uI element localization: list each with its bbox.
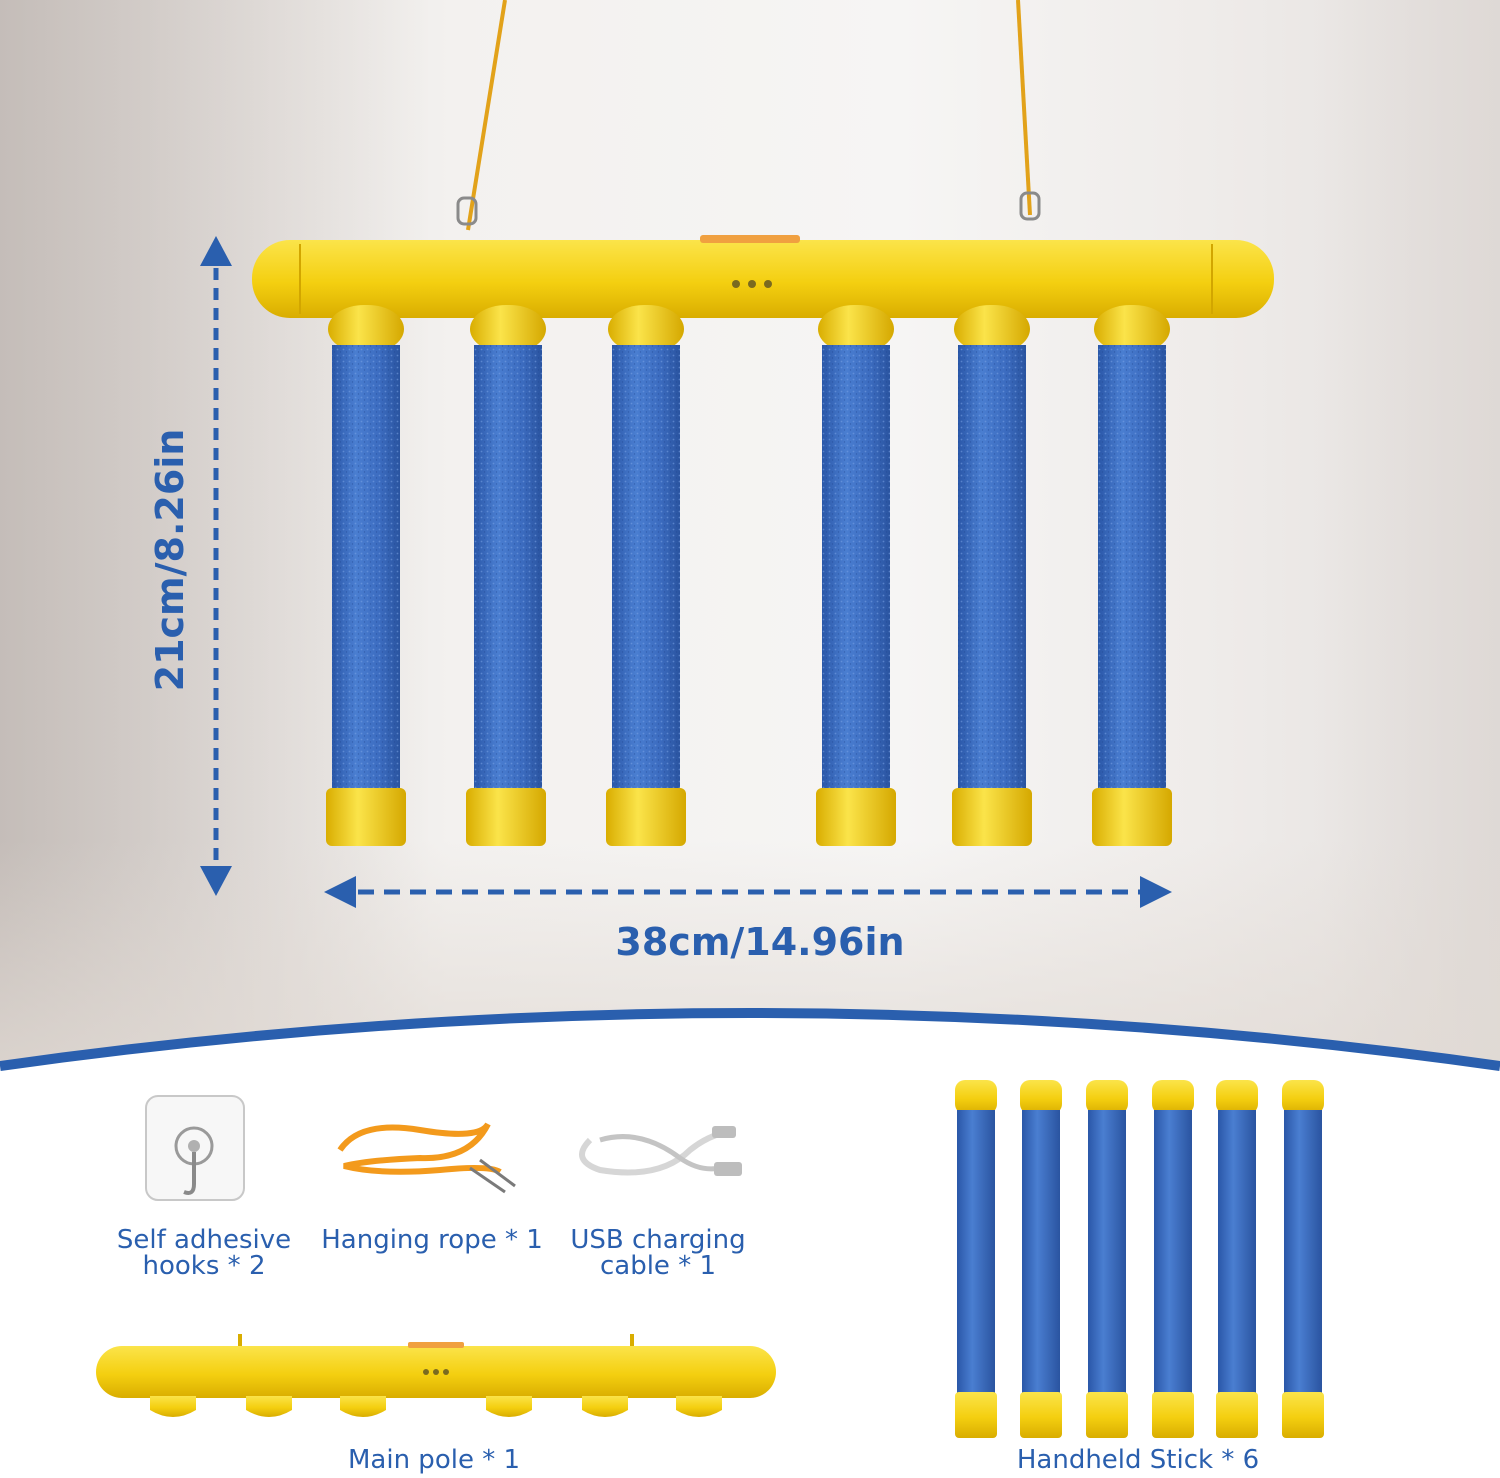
main-pole <box>252 235 1274 318</box>
attached-stick <box>952 305 1032 846</box>
attached-stick <box>816 305 896 846</box>
attached-stick <box>326 305 406 846</box>
attached-stick <box>606 305 686 846</box>
handheld-sticks-label: Handheld Stick * 6 <box>1016 1445 1260 1475</box>
width-dimension-arrow <box>324 876 1172 908</box>
width-dimension-label: 38cm/14.96in <box>615 920 905 964</box>
handheld-stick <box>1216 1080 1258 1438</box>
hooks-label: Self adhesive hooks * 2 <box>117 1227 291 1279</box>
cable-label-line2: cable * 1 <box>599 1251 717 1281</box>
handheld-sticks-icon <box>955 1080 1324 1438</box>
handheld-stick <box>1086 1080 1128 1438</box>
hanging-rope-icon <box>337 1122 516 1194</box>
hooks-label-line2: hooks * 2 <box>142 1251 266 1281</box>
handheld-stick <box>955 1080 997 1438</box>
handheld-stick <box>1282 1080 1324 1438</box>
curved-divider <box>0 1008 1500 1071</box>
handheld-stick <box>1020 1080 1062 1438</box>
hanging-rope <box>456 0 1041 231</box>
attached-stick <box>1092 305 1172 846</box>
main-pole-icon <box>96 1334 776 1417</box>
product-illustration <box>0 0 1500 1071</box>
rope-label: Hanging rope * 1 <box>321 1225 543 1255</box>
attached-sticks <box>326 305 1172 846</box>
adhesive-hook-icon <box>145 1095 245 1201</box>
cable-label-line1: USB charging <box>570 1225 746 1255</box>
usb-cable-icon <box>579 1126 742 1176</box>
height-dimension-label: 21cm/8.26in <box>148 428 192 692</box>
cable-label: USB charging cable * 1 <box>570 1227 745 1279</box>
main-pole-label: Main pole * 1 <box>347 1445 521 1475</box>
attached-stick <box>466 305 546 846</box>
height-dimension-arrow <box>200 236 232 896</box>
handheld-stick <box>1152 1080 1194 1438</box>
hooks-label-line1: Self adhesive <box>116 1225 292 1255</box>
